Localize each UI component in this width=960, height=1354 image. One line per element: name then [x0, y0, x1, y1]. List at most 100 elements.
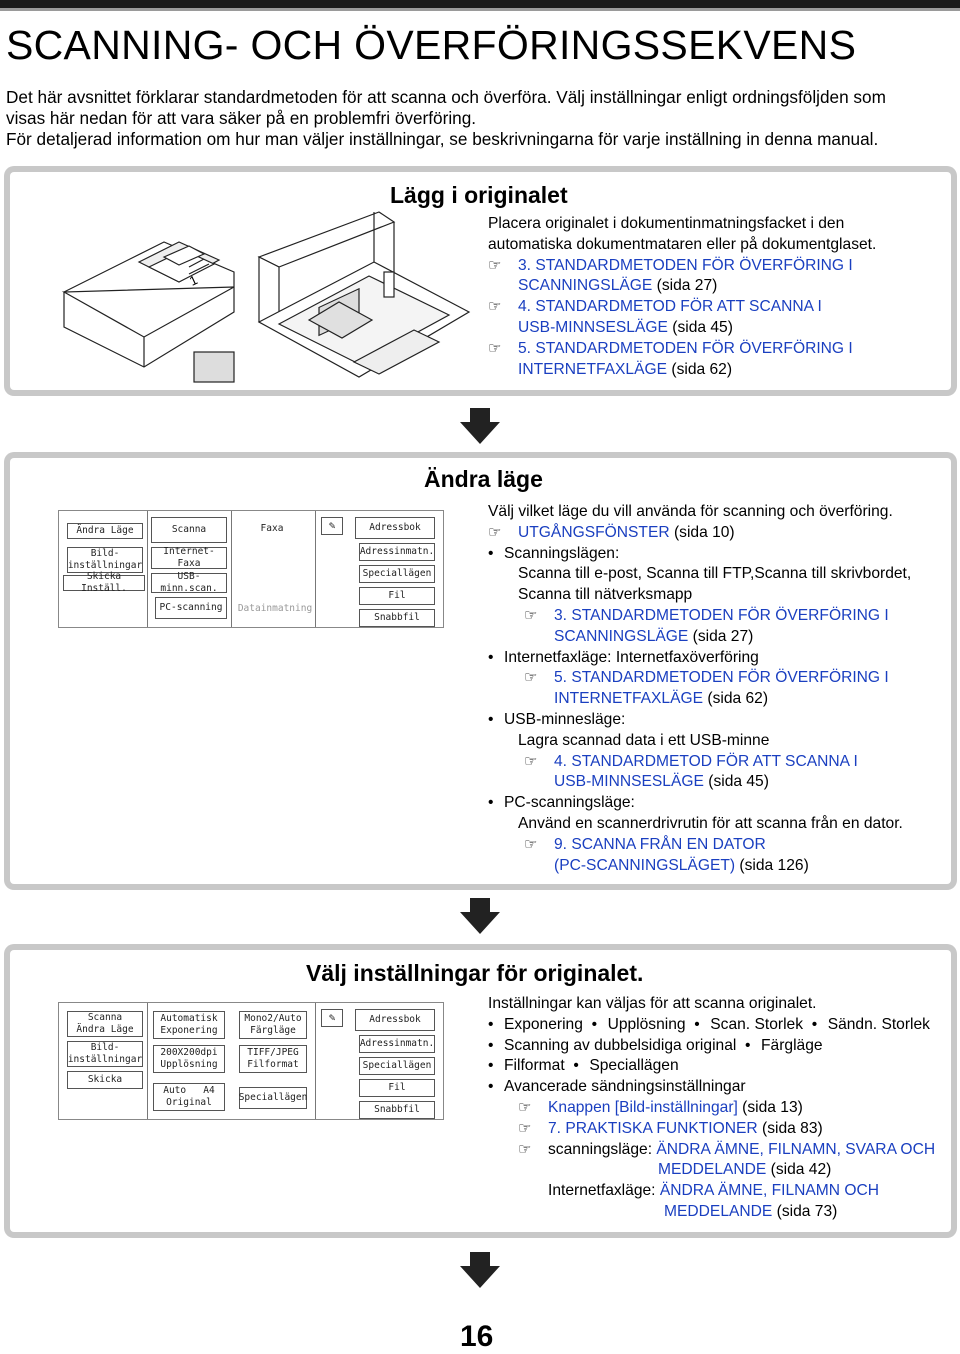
step-title: Lägg i originalet — [390, 182, 568, 208]
bullet-text: Sändn. Storlek — [827, 1015, 930, 1033]
bullet-icon: • — [591, 1015, 598, 1033]
ref-link[interactable]: MEDDELANDE — [664, 1202, 773, 1220]
ref-page: (sida 83) — [757, 1119, 823, 1137]
address-book-button: Adressbok — [355, 1009, 435, 1031]
ref-link[interactable]: USB-MINNSESLÄGE — [554, 773, 704, 791]
step-change-mode: Ändra läge Ändra Läge Bild- inställninga… — [4, 452, 957, 890]
bullet-text: Internetfaxläge: Internetfaxöverföring — [504, 648, 759, 666]
ref-link[interactable]: USB-MINNSESLÄGE — [518, 318, 668, 336]
special-modes-button-right: Speciallägen — [359, 1057, 435, 1075]
original-label: Original — [166, 1097, 212, 1108]
ref-page: (sida 13) — [737, 1098, 803, 1116]
file-format-button: TIFF/JPEG Filformat — [239, 1045, 307, 1073]
bullet-text: Speciallägen — [589, 1057, 679, 1075]
pointing-hand-icon: ☞ — [518, 1098, 532, 1116]
scan-label: Scanna — [87, 1012, 123, 1023]
quick-file-button: Snabbfil — [359, 609, 435, 627]
page-number: 16 — [460, 1320, 494, 1353]
intro-line: För detaljerad information om hur man vä… — [6, 129, 879, 149]
ref-link[interactable]: 4. STANDARDMETOD FÖR ATT SCANNA I — [518, 298, 822, 316]
bullet-text: Färgläge — [761, 1036, 823, 1054]
pointing-hand-icon: ☞ — [524, 835, 538, 853]
color-mode-label: Färgläge — [250, 1025, 296, 1036]
page-title: SCANNING- OCH ÖVERFÖRINGSSEKVENS — [6, 22, 857, 68]
copier-illustration: 1 — [61, 211, 471, 383]
resolution-value: 200X200dpi — [160, 1047, 218, 1058]
bullet-icon: • — [488, 1078, 494, 1096]
ref-link[interactable]: 4. STANDARDMETOD FÖR ATT SCANNA I — [554, 752, 858, 770]
bullet-detail: Lagra scannad data i ett USB-minne — [518, 731, 770, 749]
ref-link[interactable]: 9. SCANNA FRÅN EN DATOR — [554, 835, 766, 853]
step1-text: automatiska dokumentmataren eller på dok… — [488, 235, 877, 253]
original-a4: A4 — [203, 1085, 215, 1096]
special-modes-button: Speciallägen — [239, 1087, 307, 1109]
bullet-text: Upplösning — [607, 1015, 686, 1033]
resolution-button: 200X200dpi Upplösning — [153, 1045, 225, 1073]
internet-fax-button: Internet-Faxa — [151, 546, 227, 569]
ref-link[interactable]: INTERNETFAXLÄGE — [518, 360, 668, 378]
step1-text: Placera originalet i dokumentinmatningsf… — [488, 215, 845, 232]
pointing-hand-icon: ☞ — [488, 298, 502, 316]
ref-link[interactable]: 5. STANDARDMETODEN FÖR ÖVERFÖRING I — [518, 339, 853, 357]
ref-link[interactable]: ÄNDRA ÄMNE, FILNAMN OCH — [659, 1182, 880, 1200]
send-button: Skicka — [67, 1071, 143, 1089]
ref-link[interactable]: UTGÅNGSFÖNSTER — [518, 523, 670, 541]
bullet-text: PC-scanningsläge: — [504, 794, 635, 812]
ref-link[interactable]: 3. STANDARDMETODEN FÖR ÖVERFÖRING I — [554, 606, 889, 624]
bullet-icon: • — [488, 648, 494, 666]
step-place-original: Lägg i originalet 1 — [4, 166, 957, 396]
intro-line: visas här nedan för att vara säker på en… — [6, 108, 477, 128]
bullet-icon: • — [488, 1036, 494, 1054]
image-settings-label: inställningar — [67, 1054, 143, 1065]
bullet-icon: • — [811, 1015, 818, 1033]
step1-description: Placera originalet i dokumentinmatningsf… — [488, 214, 876, 380]
bullet-text: Scanningslägen: — [504, 544, 620, 562]
ref-page: (sida 27) — [688, 627, 754, 645]
bullet-detail: Använd en scannerdrivrutin för att scann… — [518, 814, 903, 832]
ref-link[interactable]: (PC-SCANNINGSLÄGET) — [554, 856, 736, 874]
exposure-value: Automatisk — [160, 1013, 218, 1024]
ref-page: (sida 73) — [772, 1202, 838, 1220]
ref-link[interactable]: 5. STANDARDMETODEN FÖR ÖVERFÖRING I — [554, 669, 889, 687]
bullet-text: USB-minnesläge: — [504, 710, 626, 728]
ref-link[interactable]: ÄNDRA ÄMNE, FILNAMN, SVARA OCH — [656, 1140, 936, 1158]
bullet-icon: • — [488, 710, 494, 728]
pointing-hand-icon: ☞ — [524, 606, 538, 624]
step2-description: Välj vilket läge du vill använda för sca… — [488, 502, 911, 876]
ref-link[interactable]: 7. PRAKTISKA FUNKTIONER — [548, 1119, 758, 1137]
bullet-detail: Scanna till e-post, Scanna till FTP,Scan… — [518, 565, 912, 583]
quick-file-button: Snabbfil — [359, 1101, 435, 1119]
image-settings-button: Bild- inställningar — [67, 547, 143, 573]
tab-scan: Scanna — [151, 517, 227, 543]
pointing-hand-icon: ☞ — [488, 339, 502, 357]
usb-scan-button: USB-minn.scan. — [151, 571, 227, 594]
ref-page: (sida 42) — [766, 1161, 832, 1179]
pointing-hand-icon: ☞ — [524, 752, 538, 770]
ref-link[interactable]: MEDDELANDE — [658, 1161, 767, 1179]
intro-text: Det här avsnittet förklarar standardmeto… — [6, 87, 954, 150]
ref-link[interactable]: 3. STANDARDMETODEN FÖR ÖVERFÖRING I — [518, 256, 853, 274]
step3-description: Inställningar kan väljas för att scanna … — [488, 994, 935, 1223]
image-settings-label: inställningar — [67, 560, 143, 571]
address-entry-button: Adressinmatn. — [359, 543, 435, 561]
down-arrow-icon — [460, 1252, 500, 1288]
bullet-text: Avancerade sändningsinställningar — [504, 1078, 746, 1096]
pointing-hand-icon: ☞ — [488, 256, 502, 274]
bullet-icon: • — [488, 1015, 494, 1033]
ref-link[interactable]: Knappen [Bild-inställningar] — [548, 1098, 738, 1116]
resolution-label: Upplösning — [160, 1059, 218, 1070]
bullet-icon: • — [573, 1057, 579, 1075]
pointing-hand-icon: ☞ — [518, 1119, 532, 1137]
address-book-icon: ✎ — [321, 517, 343, 535]
ref-link[interactable]: SCANNINGSLÄGE — [554, 627, 689, 645]
image-settings-label: Bild- — [90, 548, 120, 559]
ref-page: (sida 45) — [667, 318, 733, 336]
color-mode-button: Mono2/Auto Färgläge — [239, 1011, 307, 1039]
bullet-detail: Scanna till nätverksmapp — [518, 586, 693, 604]
ref-page: (sida 62) — [703, 690, 769, 708]
ref-link[interactable]: INTERNETFAXLÄGE — [554, 690, 704, 708]
tab-fax: Faxa — [260, 523, 284, 534]
ref-page: (sida 126) — [735, 856, 809, 874]
ref-link[interactable]: SCANNINGSLÄGE — [518, 277, 653, 295]
ref-page: (sida 27) — [652, 277, 718, 295]
